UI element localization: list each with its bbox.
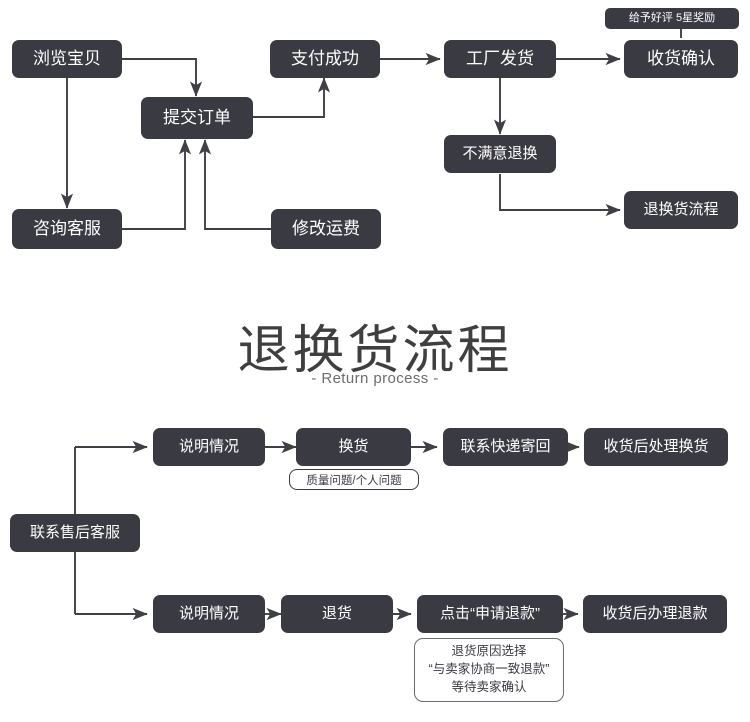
node-submit-order[interactable]: 提交订单 [141, 97, 253, 139]
node-exchange-explain-label: 说明情况 [178, 437, 239, 455]
node-exchange-courier[interactable]: 联系快递寄回 [443, 428, 568, 466]
node-exchange-handle[interactable]: 收货后处理换货 [584, 428, 728, 466]
node-exchange-courier-label: 联系快递寄回 [460, 437, 551, 455]
node-consult[interactable]: 咨询客服 [12, 209, 122, 249]
node-return-exchange-process-label: 退换货流程 [643, 200, 719, 218]
note-refund-reason: 退货原因选择 “与卖家协商一致退款” 等待卖家确认 [414, 638, 564, 702]
node-refund-handle-label: 收货后办理退款 [602, 604, 708, 622]
node-refund-handle[interactable]: 收货后办理退款 [583, 595, 727, 633]
node-unsatisfied-return-label: 不满意退换 [462, 144, 538, 162]
note-refund-reason-line-3: 等待卖家确认 [451, 679, 527, 694]
note-refund-reason-line-1: 退货原因选择 [451, 644, 527, 659]
node-exchange-explain[interactable]: 说明情况 [153, 428, 265, 466]
node-factory-shipped[interactable]: 工厂发货 [444, 40, 556, 78]
node-apply-refund-label: 点击“申请退款” [440, 604, 540, 622]
node-exchange-goods[interactable]: 换货 [296, 428, 411, 466]
node-return-exchange-process[interactable]: 退换货流程 [624, 191, 738, 229]
node-confirm-receipt[interactable]: 收货确认 [624, 40, 738, 78]
node-factory-shipped-label: 工厂发货 [466, 48, 534, 68]
node-edit-shipping-fee[interactable]: 修改运费 [271, 209, 381, 249]
node-unsatisfied-return[interactable]: 不满意退换 [444, 135, 556, 173]
node-submit-order-label: 提交订单 [163, 107, 231, 127]
section-subtitle: - Return process - [311, 370, 439, 387]
node-return-goods-label: 退货 [321, 604, 352, 622]
node-refund-explain-label: 说明情况 [178, 604, 239, 622]
tag-exchange-reason-label: 质量问题/个人问题 [306, 474, 402, 487]
node-payment-success-label: 支付成功 [291, 48, 359, 68]
node-confirm-receipt-label: 收货确认 [647, 48, 715, 68]
node-apply-refund[interactable]: 点击“申请退款” [417, 595, 563, 633]
node-contact-aftersales-label: 联系售后客服 [29, 523, 120, 541]
node-refund-explain[interactable]: 说明情况 [153, 595, 265, 633]
node-payment-success[interactable]: 支付成功 [270, 40, 380, 78]
tag-exchange-reason: 质量问题/个人问题 [289, 469, 419, 490]
node-browse[interactable]: 浏览宝贝 [12, 40, 122, 78]
node-browse-label: 浏览宝贝 [33, 48, 101, 68]
section-title: 退换货流程 [237, 322, 513, 380]
node-return-goods[interactable]: 退货 [281, 595, 393, 633]
node-exchange-goods-label: 换货 [338, 437, 369, 455]
node-edit-shipping-fee-label: 修改运费 [292, 218, 360, 238]
node-consult-label: 咨询客服 [33, 218, 101, 238]
node-contact-aftersales[interactable]: 联系售后客服 [10, 514, 140, 552]
annotation-five-star-reward-label: 给予好评 5星奖励 [628, 12, 716, 25]
annotation-five-star-reward: 给予好评 5星奖励 [605, 8, 739, 29]
node-exchange-handle-label: 收货后处理换货 [603, 437, 709, 455]
note-refund-reason-line-2: “与卖家协商一致退款” [428, 662, 550, 677]
